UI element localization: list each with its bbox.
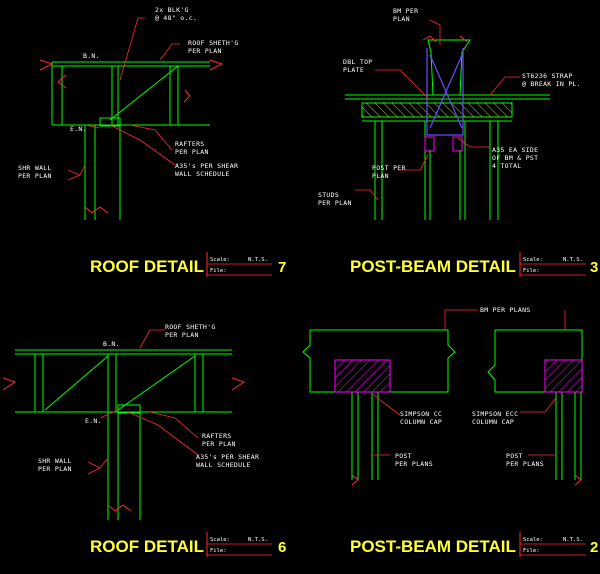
note-strap-1: ST6236 STRAP — [522, 72, 573, 80]
note-sheathing-2: PER PLAN — [165, 331, 199, 339]
note-bm-2: PLAN — [393, 15, 410, 23]
note-shr-1: SHR WALL — [38, 457, 72, 465]
note-dbl-2: PLATE — [343, 66, 364, 74]
beam-framing-3 — [345, 39, 550, 220]
scale-label: Scale: — [210, 257, 230, 263]
note-a35-2: OF BM & PST — [492, 154, 538, 162]
beam-framing-2 — [302, 329, 583, 480]
break-lines-7 — [39, 59, 224, 214]
note-studs-2: PER PLAN — [318, 199, 352, 207]
note-cc-2: COLUMN CAP — [400, 418, 442, 426]
roof-framing-7 — [51, 61, 210, 220]
detail-title: ROOF DETAIL — [90, 257, 204, 276]
file-label: File: — [523, 268, 540, 274]
detail-title: POST-BEAM DETAIL — [350, 537, 516, 556]
roof-framing-6 — [15, 349, 232, 520]
note-post-right-1: POST — [506, 452, 523, 460]
scale-label: Scale: — [523, 257, 543, 263]
note-studs-1: STUDS — [318, 191, 339, 199]
note-post-left-2: PER PLANS — [395, 460, 433, 468]
scale-label: Scale: — [210, 537, 230, 543]
note-a35-3: 4 TOTAL — [492, 162, 522, 170]
note-sheathing-1: ROOF SHETH'G — [165, 323, 216, 331]
top-plate-hatch — [362, 103, 512, 117]
post-beam-detail-3: BM PER PLAN DBL TOP PLATE ST6236 STRAP @… — [318, 7, 598, 277]
note-bm-1: BM PER — [393, 7, 418, 15]
note-strap-2: @ BREAK IN PL. — [522, 80, 581, 88]
post-beam-detail-2: BM PER PLANS SIMPSON CC COLUMN CAP SIMPS… — [302, 306, 598, 557]
note-shr-2: PER PLAN — [38, 465, 72, 473]
note-cc-1: SIMPSON CC — [400, 410, 442, 418]
note-post-2: PLAN — [372, 172, 389, 180]
detail-number: 7 — [278, 259, 286, 276]
detail-title: ROOF DETAIL — [90, 537, 204, 556]
scale-value: N.T.S. — [248, 257, 268, 263]
note-a35-2: WALL SCHEDULE — [175, 170, 230, 178]
file-label: File: — [210, 548, 227, 554]
note-bn: B.N. — [83, 52, 100, 60]
connectors-3 — [424, 136, 463, 152]
leaders-3 — [355, 19, 520, 201]
note-a35-2: WALL SCHEDULE — [196, 461, 251, 469]
note-en: E.N. — [85, 417, 102, 425]
note-post-right-2: PER PLANS — [506, 460, 544, 468]
leaders-2 — [372, 309, 566, 456]
detail-title: POST-BEAM DETAIL — [350, 257, 516, 276]
note-bm: BM PER PLANS — [480, 306, 531, 314]
note-rafters-2: PER PLAN — [202, 440, 236, 448]
file-label: File: — [523, 548, 540, 554]
leaders-6 — [87, 329, 199, 475]
note-ecc-2: COLUMN CAP — [472, 418, 514, 426]
beam-hatch-right — [544, 359, 583, 393]
note-post-left-1: POST — [395, 452, 412, 460]
note-shr-2: PER PLAN — [18, 172, 52, 180]
note-dbl-1: DBL TOP — [343, 58, 373, 66]
note-a35-1: A35 EA SIDE — [492, 146, 538, 154]
detail-number: 3 — [590, 259, 598, 276]
break-lines-2 — [351, 474, 582, 486]
note-rafters-1: RAFTERS — [202, 432, 232, 440]
note-ecc-1: SIMPSON ECC — [472, 410, 518, 418]
strap-3 — [426, 48, 464, 136]
scale-value: N.T.S. — [248, 537, 268, 543]
note-en: E.N. — [70, 125, 87, 133]
note-post-1: POST PER — [372, 164, 406, 172]
file-label: File: — [210, 268, 227, 274]
scale-value: N.T.S. — [563, 257, 583, 263]
scale-value: N.T.S. — [563, 537, 583, 543]
break-lines-3 — [422, 35, 468, 43]
roof-detail-6: B.N. ROOF SHETH'G PER PLAN E.N. RAFTERS … — [2, 323, 286, 557]
note-shr-1: SHR WALL — [18, 164, 52, 172]
detail-number: 2 — [590, 539, 598, 556]
title-block-6: ROOF DETAIL Scale: N.T.S. File: 6 — [90, 532, 286, 557]
note-blocking: 2x BLK'G — [155, 6, 189, 14]
title-block-2: POST-BEAM DETAIL Scale: N.T.S. File: 2 — [350, 532, 598, 557]
roof-detail-7: 2x BLK'G @ 48" o.c. B.N. ROOF SHETH'G PE… — [18, 6, 286, 277]
note-bn: B.N. — [103, 340, 120, 348]
detail-number: 6 — [278, 539, 286, 556]
beam-hatch-left — [334, 359, 391, 393]
note-sheathing-2: PER PLAN — [188, 47, 222, 55]
note-rafters-1: RAFTERS — [175, 140, 205, 148]
title-block-7: ROOF DETAIL Scale: N.T.S. File: 7 — [90, 252, 286, 277]
note-spacing: @ 48" o.c. — [155, 14, 197, 22]
scale-label: Scale: — [523, 537, 543, 543]
note-sheathing-1: ROOF SHETH'G — [188, 39, 239, 47]
leaders-7 — [67, 17, 180, 181]
note-rafters-2: PER PLAN — [175, 148, 209, 156]
note-a35-1: A35's PER SHEAR — [175, 162, 238, 170]
break-lines-6 — [2, 377, 246, 512]
note-a35-1: A35's PER SHEAR — [196, 453, 259, 461]
title-block-3: POST-BEAM DETAIL Scale: N.T.S. File: 3 — [350, 252, 598, 277]
